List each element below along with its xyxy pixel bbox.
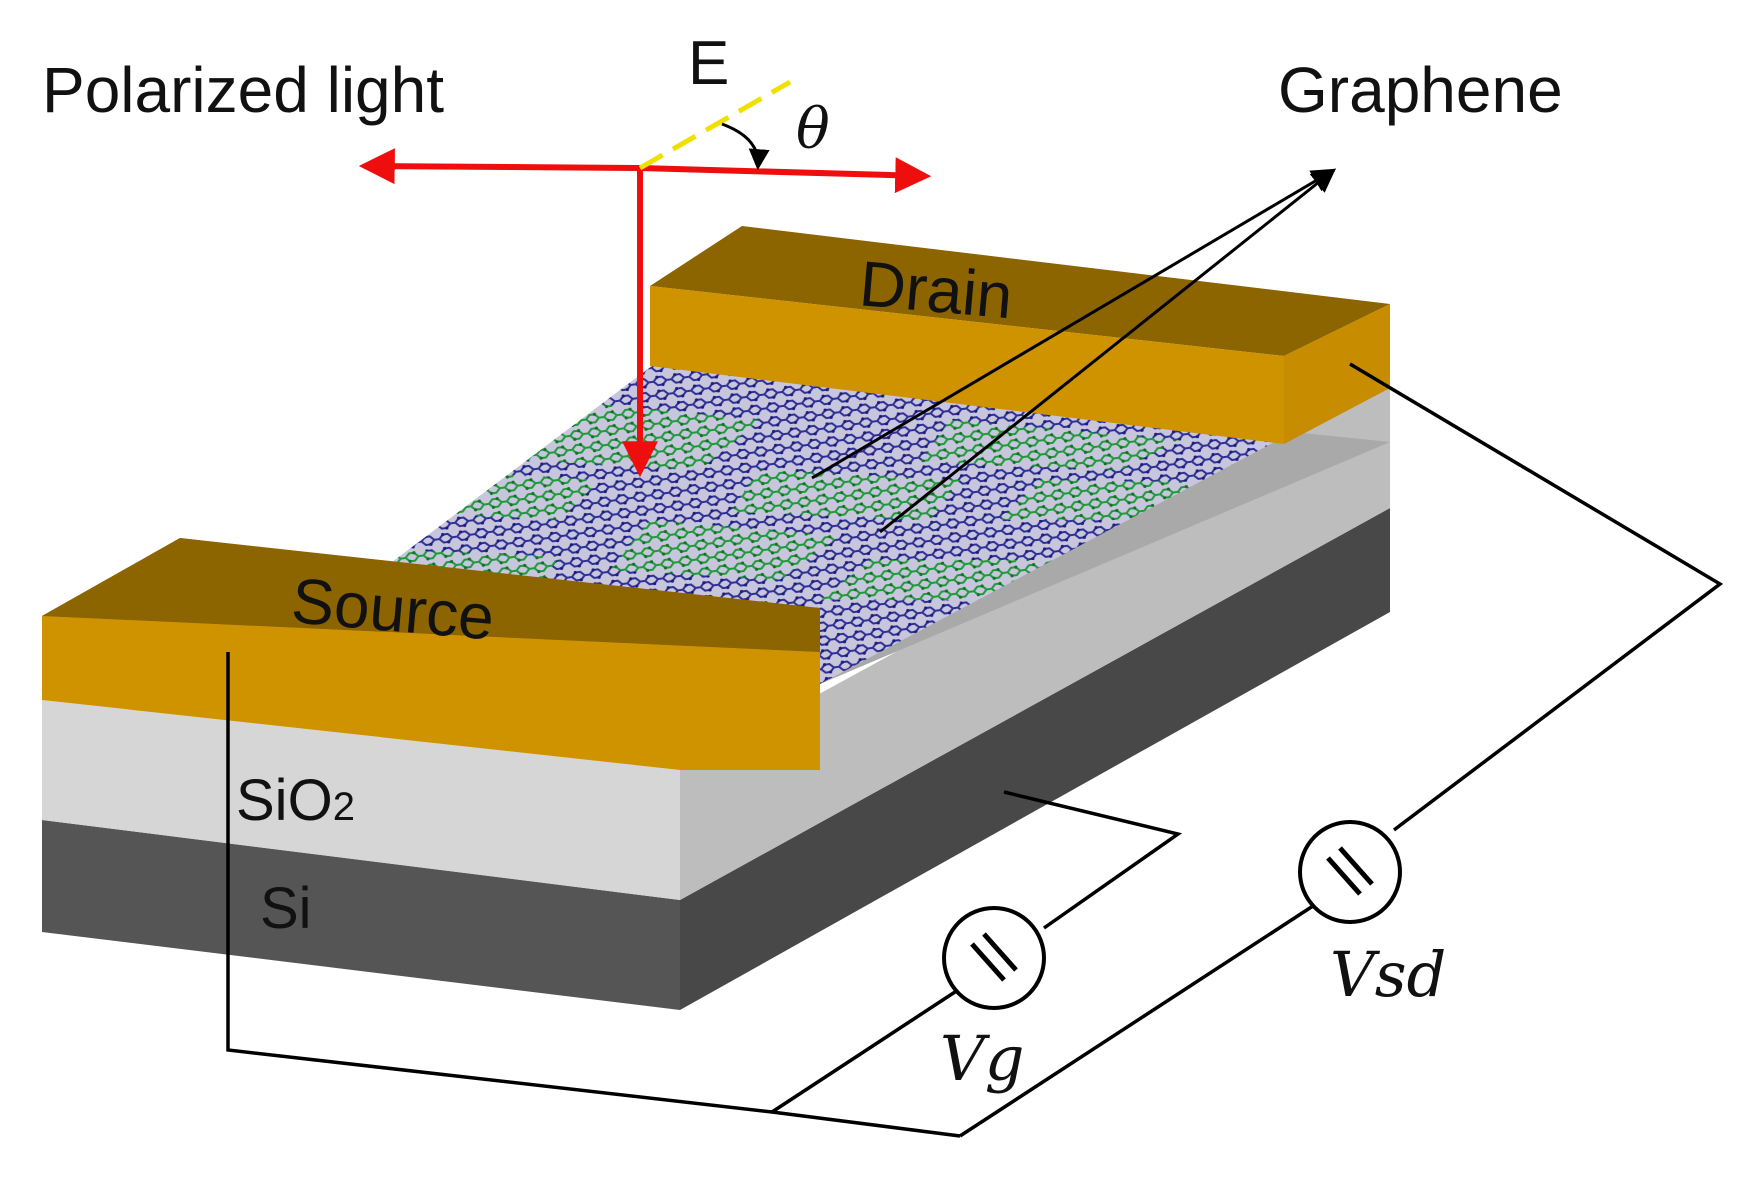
vg-label: Vg bbox=[940, 1022, 1024, 1095]
si-side-face bbox=[680, 508, 1390, 1010]
source-label: Source bbox=[289, 564, 497, 653]
graphene-label: Graphene bbox=[1278, 54, 1563, 126]
voltage-source-icon bbox=[1298, 820, 1402, 924]
drain-wire bbox=[1349, 362, 1724, 832]
polarized-light-label: Polarized light bbox=[42, 54, 444, 126]
drain-side-face bbox=[1284, 304, 1390, 444]
si-layer bbox=[42, 508, 1390, 1010]
source-block-front bbox=[42, 616, 820, 770]
drain-top-face bbox=[650, 226, 1390, 356]
polarized-light: Polarized light E θ bbox=[42, 29, 932, 478]
theta-angle-arc bbox=[721, 122, 770, 171]
polarization-axis-arrow-right bbox=[639, 157, 932, 194]
vsd-to-ground-wire bbox=[959, 902, 1317, 1138]
drain-electrode: Drain bbox=[650, 226, 1390, 444]
voltage-source-icon bbox=[942, 906, 1046, 1010]
drain-label: Drain bbox=[857, 247, 1016, 332]
graphene-pointer-2 bbox=[879, 168, 1336, 534]
polarization-axis-arrow bbox=[358, 148, 641, 185]
vg-to-ground-wire bbox=[771, 988, 959, 1114]
theta-label: θ bbox=[796, 97, 830, 162]
source-block-top bbox=[42, 538, 820, 652]
vsd-label: Vsd bbox=[1330, 938, 1446, 1011]
source-wire bbox=[226, 652, 961, 1138]
si-label: Si bbox=[260, 876, 312, 941]
drain-front-face bbox=[650, 286, 1284, 444]
e-field-vector bbox=[638, 79, 792, 171]
gate-wire bbox=[1003, 790, 1183, 930]
vsd-source: Vsd bbox=[1298, 820, 1446, 1011]
graphene-pointer-1 bbox=[811, 168, 1337, 480]
sio2-label: SiO2 bbox=[236, 768, 355, 833]
si-front-face bbox=[42, 820, 680, 1010]
e-field-label: E bbox=[688, 29, 729, 98]
graphene-callout: Graphene bbox=[811, 54, 1563, 534]
source-electrode: Source bbox=[42, 538, 820, 770]
circuit bbox=[226, 362, 1724, 1138]
vg-source: Vg bbox=[940, 906, 1046, 1095]
sio2-front-face bbox=[42, 700, 680, 900]
